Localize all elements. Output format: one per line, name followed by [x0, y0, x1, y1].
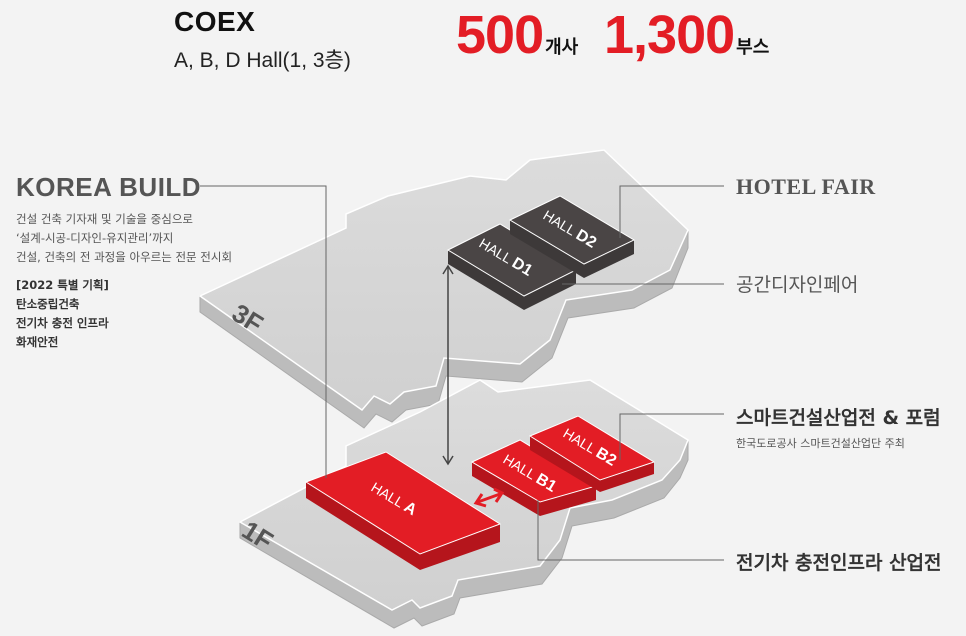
hotel-fair-label: HOTEL FAIR: [736, 174, 876, 199]
hall-b2[interactable]: HALL B2: [528, 415, 656, 492]
leader-smart-construction: [619, 413, 724, 460]
space-design-label: 공간디자인페어: [736, 274, 859, 296]
korea-build-desc-1: 건설 건축 기자재 및 기술을 중심으로: [16, 212, 193, 226]
korea-build-special-title: [2022 특별 기획]: [16, 278, 109, 292]
korea-build-desc-2: ‘설계-시공-디자인-유지관리’까지: [16, 231, 174, 245]
smart-construction-label: 스마트건설산업전 & 포럼: [736, 407, 941, 429]
ev-infra-label: 전기차 충전인프라 산업전: [736, 552, 942, 574]
korea-build-desc-3: 건설, 건축의 전 과정을 아우르는 전문 전시회: [16, 250, 233, 264]
stat-booths-unit: 부스: [736, 37, 770, 57]
korea-build-special-2: 전기차 충전 인프라: [16, 316, 109, 330]
smart-construction-sublabel: 한국도로공사 스마트건설산업단 주최: [736, 437, 905, 450]
floor-connector-arrow: [442, 264, 454, 466]
hall-b1[interactable]: HALL B1: [470, 439, 598, 516]
hall-connector-arrow: [473, 487, 505, 508]
korea-build-special-1: 탄소중립건축: [16, 297, 80, 311]
leader-hotel-fair: [619, 185, 724, 238]
floor-3f: 3F: [198, 149, 689, 429]
leader-lines: [200, 185, 724, 561]
stat-booths-value: 1,300: [604, 5, 735, 65]
hall-d2[interactable]: HALL D2: [508, 195, 636, 278]
leader-ev-infra: [537, 500, 724, 561]
stat-companies-unit: 개사: [545, 37, 579, 57]
venue-title: COEX: [174, 6, 256, 37]
venue-halls: A, B, D Hall(1, 3층): [174, 49, 351, 72]
leader-korea-build: [200, 185, 327, 478]
hall-d1[interactable]: HALL D1: [446, 223, 578, 310]
korea-build-special-3: 화재안전: [16, 335, 59, 349]
hall-a[interactable]: HALL A: [304, 451, 502, 570]
stat-companies-value: 500: [456, 5, 544, 65]
korea-build-title: KOREA BUILD: [16, 172, 202, 202]
